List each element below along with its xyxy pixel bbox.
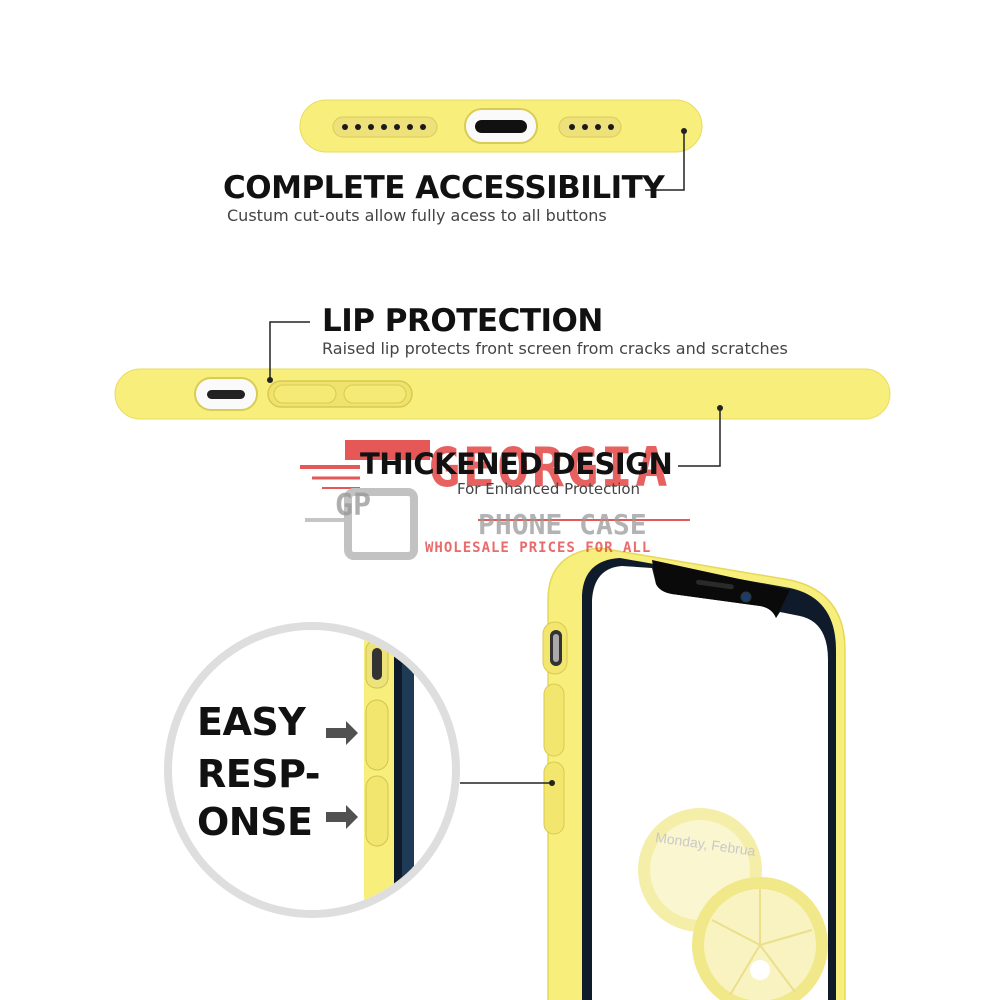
notch [652, 560, 790, 618]
phone-in-case [542, 547, 846, 1000]
response-line-1: EASY [197, 700, 306, 744]
response-line-3: ONSE [197, 800, 313, 844]
volume-down-button-icon [343, 384, 407, 404]
thickened-title: THICKENED DESIGN [360, 447, 673, 481]
zoom-volume-down [365, 775, 389, 847]
callout-thickened [678, 408, 721, 467]
volume-up-button-icon [273, 384, 337, 404]
callout-lip [269, 321, 310, 380]
lip-subtitle: Raised lip protects front screen from cr… [322, 339, 788, 358]
zoom-circle [164, 622, 460, 918]
speaker-holes-left-icon [342, 124, 426, 130]
arrow-right-icon-2 [326, 805, 358, 829]
lip-title: LIP PROTECTION [322, 303, 603, 339]
front-camera-icon [740, 591, 752, 603]
watermark-phone-case: PHONE CASE [478, 508, 647, 541]
watermark-brand: GEORGIA [428, 436, 670, 499]
charging-port-icon [475, 120, 527, 133]
speaker-holes-right-icon [569, 124, 614, 130]
response-line-2: RESP- [197, 752, 321, 796]
thickened-subtitle: For Enhanced Protection [457, 480, 641, 498]
volume-down-bump [543, 761, 565, 835]
volume-up-bump [543, 683, 565, 757]
accessibility-subtitle: Custum cut-outs allow fully acess to all… [227, 206, 607, 225]
watermark-logo [300, 440, 690, 560]
accessibility-title: COMPLETE ACCESSIBILITY [223, 170, 665, 206]
watermark-tagline: WHOLESALE PRICES FOR ALL [425, 540, 652, 556]
watermark-badge: GP [335, 488, 372, 523]
zoom-volume-up [365, 699, 389, 771]
mute-switch-icon [207, 390, 245, 399]
callout-accessibility [645, 131, 685, 191]
arrow-right-icon [326, 721, 358, 745]
lemon-wallpaper [638, 808, 828, 1000]
